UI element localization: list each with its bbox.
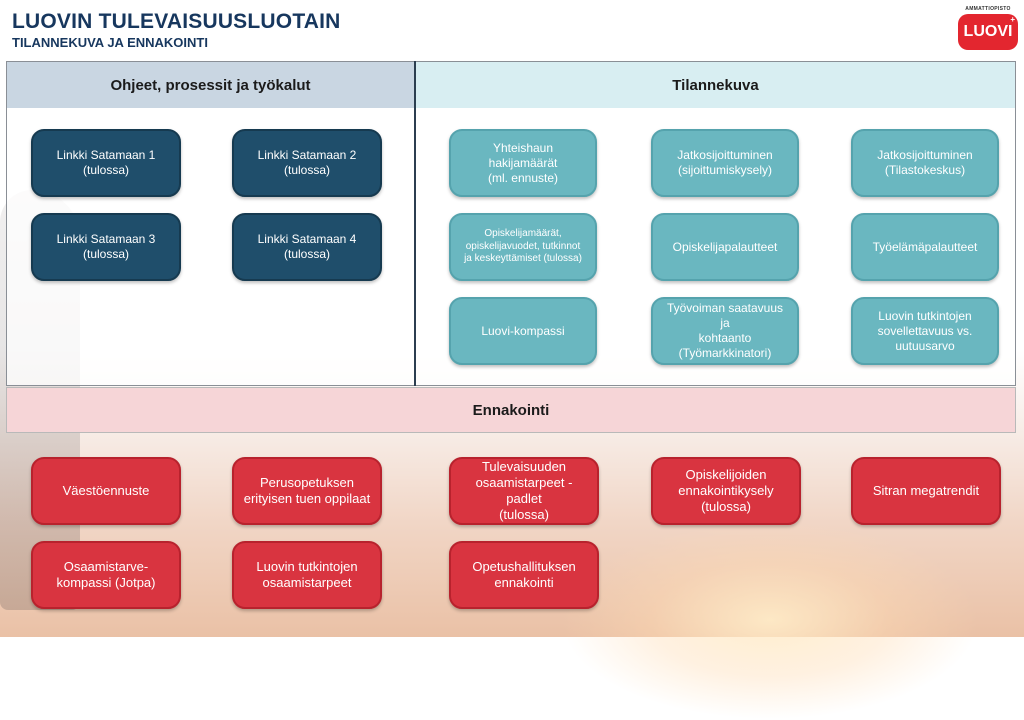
logo-small-text: AMMATTIOPISTO: [965, 6, 1011, 12]
page-header: LUOVIN TULEVAISUUSLUOTAIN TILANNEKUVA JA…: [12, 10, 341, 50]
logo-plus-icon: +: [1010, 15, 1015, 24]
page-title: LUOVIN TULEVAISUUSLUOTAIN: [12, 10, 341, 33]
section-header-forecasting: Ennakointi: [6, 387, 1016, 433]
logo-brand: LUOVI: [963, 23, 1013, 40]
luovi-logo: AMMATTIOPISTO LUOVI +: [958, 6, 1018, 56]
labour-availability-button[interactable]: Työvoiman saatavuus ja kohtaanto (Työmar…: [651, 297, 799, 365]
future-skills-padlet-button[interactable]: Tulevaisuuden osaamistarpeet -padlet (tu…: [449, 457, 599, 525]
special-support-pupils-button[interactable]: Perusopetuksen erityisen tuen oppilaat: [232, 457, 382, 525]
degree-applicability-button[interactable]: Luovin tutkintojen sovellettavuus vs. uu…: [851, 297, 999, 365]
page-subtitle: TILANNEKUVA JA ENNAKOINTI: [12, 35, 208, 50]
link-satama-2-button[interactable]: Linkki Satamaan 2 (tulossa): [232, 129, 382, 197]
skills-compass-button[interactable]: Osaamistarve- kompassi (Jotpa): [31, 541, 181, 609]
sitra-megatrends-button[interactable]: Sitran megatrendit: [851, 457, 1001, 525]
degree-skill-needs-button[interactable]: Luovin tutkintojen osaamistarpeet: [232, 541, 382, 609]
luovi-compass-button[interactable]: Luovi-kompassi: [449, 297, 597, 365]
section-header-situation: Tilannekuva: [416, 62, 1015, 108]
panel-divider: [414, 61, 416, 386]
further-placement-survey-button[interactable]: Jatkosijoittuminen (sijoittumiskysely): [651, 129, 799, 197]
further-placement-statistics-button[interactable]: Jatkosijoittuminen (Tilastokeskus): [851, 129, 999, 197]
background-sunset-glow: [560, 520, 980, 720]
link-satama-4-button[interactable]: Linkki Satamaan 4 (tulossa): [232, 213, 382, 281]
logo-badge: LUOVI +: [958, 14, 1018, 50]
population-forecast-button[interactable]: Väestöennuste: [31, 457, 181, 525]
student-counts-button[interactable]: Opiskelijamäärät, opiskelijavuodet, tutk…: [449, 213, 597, 281]
applicant-counts-button[interactable]: Yhteishaun hakijamäärät (ml. ennuste): [449, 129, 597, 197]
worklife-feedback-button[interactable]: Työelämäpalautteet: [851, 213, 999, 281]
link-satama-1-button[interactable]: Linkki Satamaan 1 (tulossa): [31, 129, 181, 197]
student-forecast-survey-button[interactable]: Opiskelijoiden ennakointikysely (tulossa…: [651, 457, 801, 525]
oph-forecasting-button[interactable]: Opetushallituksen ennakointi: [449, 541, 599, 609]
section-header-tools: Ohjeet, prosessit ja työkalut: [7, 62, 414, 108]
link-satama-3-button[interactable]: Linkki Satamaan 3 (tulossa): [31, 213, 181, 281]
student-feedback-button[interactable]: Opiskelijapalautteet: [651, 213, 799, 281]
